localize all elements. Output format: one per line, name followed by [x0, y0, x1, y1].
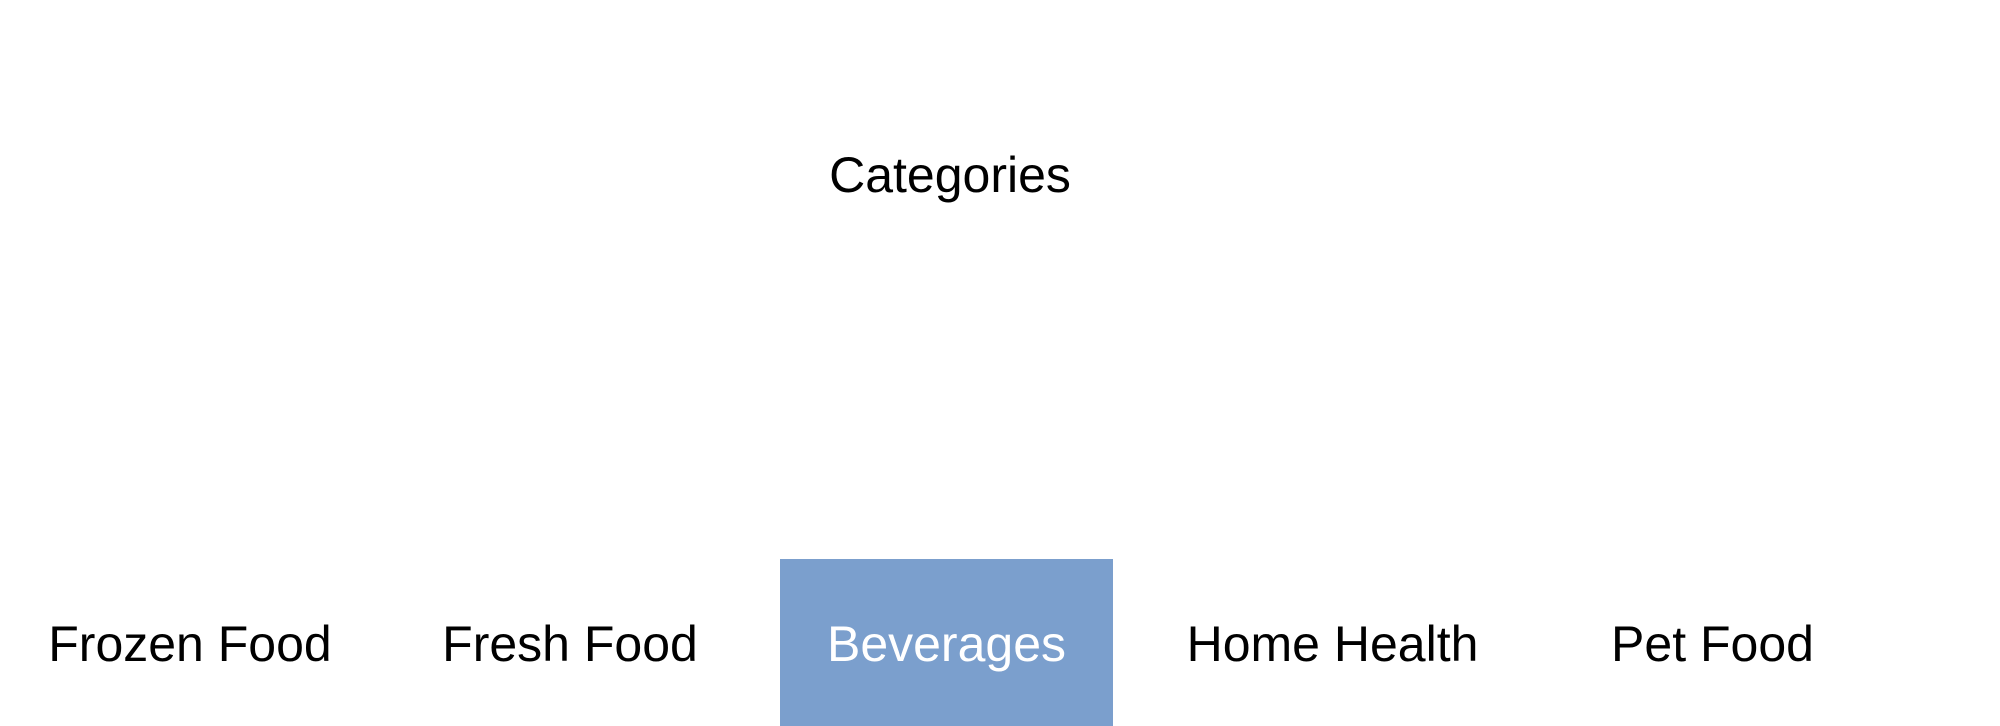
category-tab-bar: Frozen Food Fresh Food Beverages Home He… [0, 559, 2000, 726]
tab-frozen-food[interactable]: Frozen Food [40, 559, 340, 726]
tab-home-health[interactable]: Home Health [1170, 559, 1495, 726]
tab-label: Pet Food [1611, 616, 1814, 672]
tab-fresh-food[interactable]: Fresh Food [420, 559, 720, 726]
tab-label: Frozen Food [48, 616, 332, 672]
tab-label: Beverages [826, 616, 1067, 672]
tab-pet-food[interactable]: Pet Food [1570, 559, 1855, 726]
tab-label: Home Health [1186, 616, 1479, 672]
page-title: Categories [829, 147, 1071, 203]
tab-beverages[interactable]: Beverages [780, 559, 1113, 726]
tab-label: Fresh Food [442, 616, 698, 672]
